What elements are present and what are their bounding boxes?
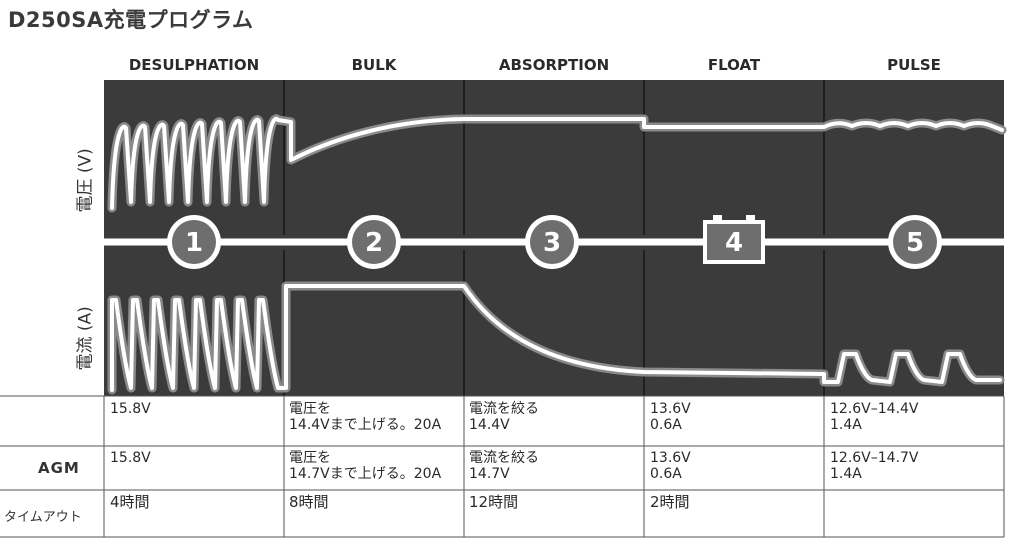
- table-cell: 15.8V: [110, 401, 151, 417]
- table-cell: 15.8V: [110, 450, 151, 466]
- phase-marker-2: 2: [347, 215, 401, 269]
- phase-label-desulphation: DESULPHATION: [128, 56, 260, 74]
- current-curve: [107, 281, 1005, 395]
- phase-number-4: 4: [725, 228, 743, 258]
- voltage-axis-label: 電圧 (V): [75, 148, 96, 213]
- table-cell: 電流を絞る 14.7V: [469, 450, 539, 482]
- phase-label-bulk: BULK: [351, 56, 397, 74]
- table-grid: [0, 395, 1005, 538]
- phase-number-2: 2: [365, 228, 383, 258]
- table-cell: 4時間: [110, 493, 150, 511]
- row-header-agm: AGM: [38, 459, 80, 477]
- table-cell: 電圧を 14.7Vまで上げる。20A: [289, 450, 442, 482]
- phase-label-absorption: ABSORPTION: [498, 56, 610, 74]
- phase-marker-4: 4: [703, 215, 765, 264]
- table-cell: 12時間: [469, 493, 519, 511]
- phase-number-1: 1: [185, 228, 203, 258]
- voltage-curve: [107, 114, 1007, 213]
- voltage-panel: [104, 80, 1004, 235]
- table-cell: 電流を絞る 14.4V: [469, 401, 539, 433]
- table-cell: 2時間: [650, 493, 690, 511]
- phase-marker-1: 1: [167, 215, 221, 269]
- table-cell: 12.6V–14.7V 1.4A: [830, 450, 919, 482]
- phase-number-5: 5: [906, 228, 924, 258]
- table-cell: 8時間: [289, 493, 329, 511]
- page-title: D250SA充電プログラム: [8, 8, 254, 32]
- phase-number-3: 3: [543, 228, 561, 258]
- battery-icon: [703, 220, 765, 264]
- phase-marker-3: 3: [525, 215, 579, 269]
- phase-label-pulse: PULSE: [887, 56, 941, 74]
- current-axis-label: 電流 (A): [75, 306, 96, 371]
- table-cell: 13.6V 0.6A: [650, 450, 691, 482]
- table-cell: 電圧を 14.4Vまで上げる。20A: [289, 401, 442, 433]
- phase-label-float: FLOAT: [707, 56, 761, 74]
- phase-marker-5: 5: [888, 215, 942, 269]
- row-header-timeout: タイムアウト: [4, 510, 82, 525]
- table-cell: 13.6V 0.6A: [650, 401, 691, 433]
- table-cell: 12.6V–14.4V 1.4A: [830, 401, 919, 433]
